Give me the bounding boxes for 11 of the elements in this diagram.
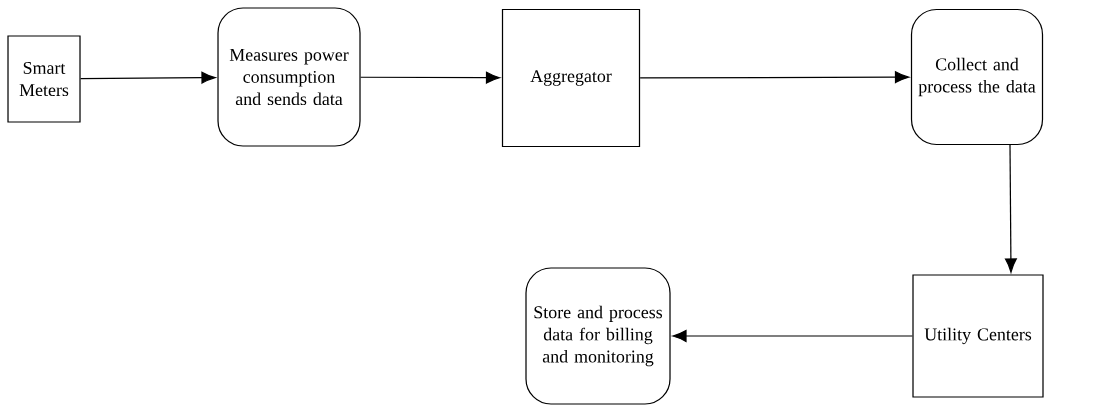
arrow <box>639 71 910 84</box>
arrow <box>80 71 216 84</box>
process-box: Smart Meters <box>7 35 81 123</box>
process-box: Utility Centers <box>912 274 1044 398</box>
process-box: Aggregator <box>501 8 641 148</box>
arrow <box>360 71 501 84</box>
arrow <box>672 330 913 342</box>
rounded-process-box: Measures power consumption and sends data <box>217 7 361 147</box>
rounded-process-box: Store and process data for billing and monitoring <box>525 267 671 405</box>
rounded-process-box: Collect and process the data <box>910 8 1044 146</box>
arrow <box>1004 144 1017 273</box>
